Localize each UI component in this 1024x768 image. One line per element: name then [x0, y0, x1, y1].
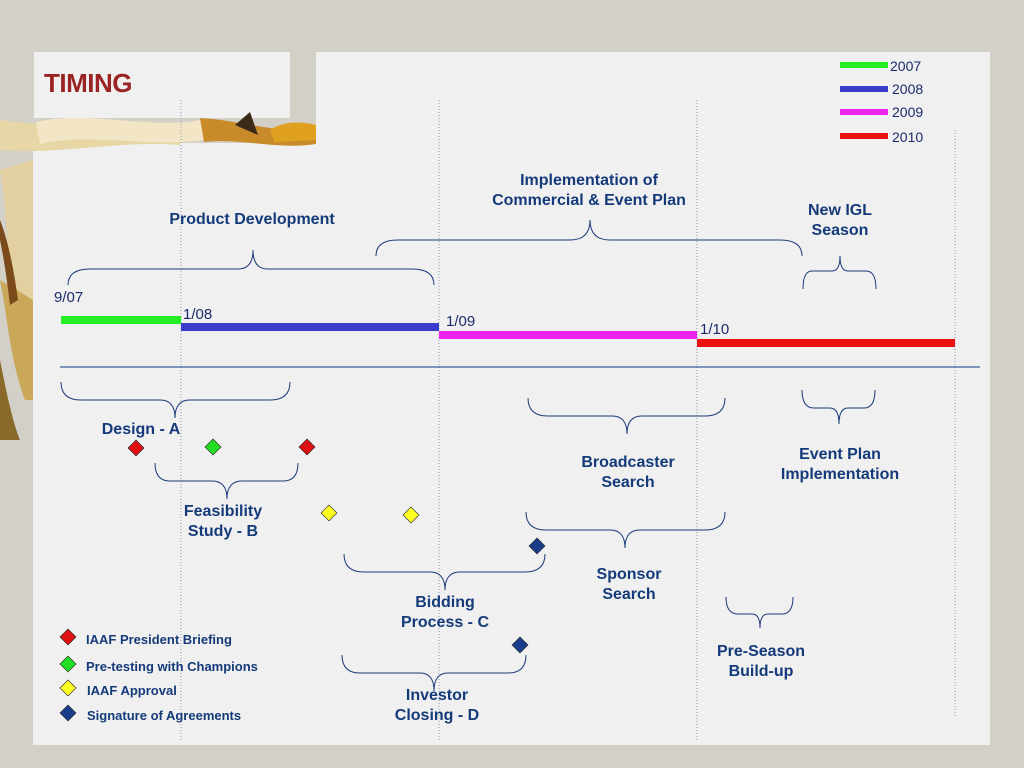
- legend-label-2007: 2007: [890, 58, 922, 74]
- legend-label-2010: 2010: [892, 129, 924, 145]
- decorative-swirl-image: [0, 112, 316, 440]
- label-implementation: Implementation of Commercial & Event Pla…: [492, 172, 686, 209]
- brace-sponsor: [525, 511, 726, 549]
- date-label-1-10: 1/10: [700, 321, 730, 338]
- label-event-plan: Event Plan Implementation: [780, 446, 900, 483]
- label-sponsor: Sponsor Search: [596, 566, 662, 603]
- bar-2009: [439, 331, 697, 339]
- main-panel: [33, 143, 990, 745]
- year-bars: [61, 316, 955, 347]
- bar-2008: [181, 323, 439, 331]
- bar-2010: [697, 339, 955, 347]
- legend-label-iaaf-briefing: IAAF President Briefing: [86, 632, 232, 647]
- legend-red-diamond-icon: [59, 628, 77, 646]
- legend-label-iaaf-approval: IAAF Approval: [87, 683, 177, 698]
- legend-yellow-diamond-icon: [59, 679, 77, 697]
- brace-broadcaster: [527, 397, 726, 435]
- brace-product-development: [67, 249, 435, 286]
- label-investor: Investor Closing - D: [394, 687, 480, 724]
- legend-label-pre-testing: Pre-testing with Champions: [86, 659, 258, 674]
- red-diamond-milestone: [298, 438, 316, 456]
- label-product-development: Product Development: [169, 211, 335, 228]
- legend-label-2009: 2009: [892, 104, 924, 120]
- brace-event-plan: [801, 389, 876, 425]
- brace-investor: [341, 654, 527, 692]
- yellow-diamond-milestone: [402, 506, 420, 524]
- legend-label-2008: 2008: [892, 81, 924, 97]
- label-bidding: Bidding Process - C: [400, 594, 490, 631]
- brace-pre-season: [725, 596, 794, 629]
- label-broadcaster: Broadcaster Search: [581, 454, 675, 491]
- brace-new-igl-season: [802, 255, 877, 290]
- label-design: Design - A: [101, 421, 181, 438]
- brace-design: [60, 381, 291, 419]
- bar-2007: [61, 316, 181, 324]
- legend-bar-2010: [840, 133, 888, 139]
- label-pre-season: Pre-Season Build-up: [716, 643, 806, 680]
- red-diamond-milestone: [127, 439, 145, 457]
- legend-label-signature: Signature of Agreements: [87, 708, 242, 723]
- navy-diamond-milestone: [528, 537, 546, 555]
- label-new-igl-season: New IGL Season: [807, 202, 872, 239]
- legend-bar-2009: [840, 109, 888, 115]
- label-feasibility: Feasibility Study - B: [183, 503, 263, 540]
- brace-feasibility: [154, 462, 299, 500]
- legend-navy-diamond-icon: [59, 704, 77, 722]
- slide-title: TIMING: [44, 68, 133, 98]
- navy-diamond-milestone: [511, 636, 529, 654]
- brace-bidding: [343, 553, 546, 591]
- green-diamond-milestone: [204, 438, 222, 456]
- legend-bar-2008: [840, 86, 888, 92]
- legend-green-diamond-icon: [59, 655, 77, 673]
- date-label-9-07: 9/07: [54, 289, 84, 306]
- brace-implementation: [375, 219, 803, 257]
- milestones: [127, 438, 546, 654]
- title-panel: [34, 52, 290, 118]
- date-label-1-08: 1/08: [183, 306, 213, 323]
- legend-bar-2007: [840, 62, 888, 68]
- yellow-diamond-milestone: [320, 504, 338, 522]
- date-label-1-09: 1/09: [446, 313, 476, 330]
